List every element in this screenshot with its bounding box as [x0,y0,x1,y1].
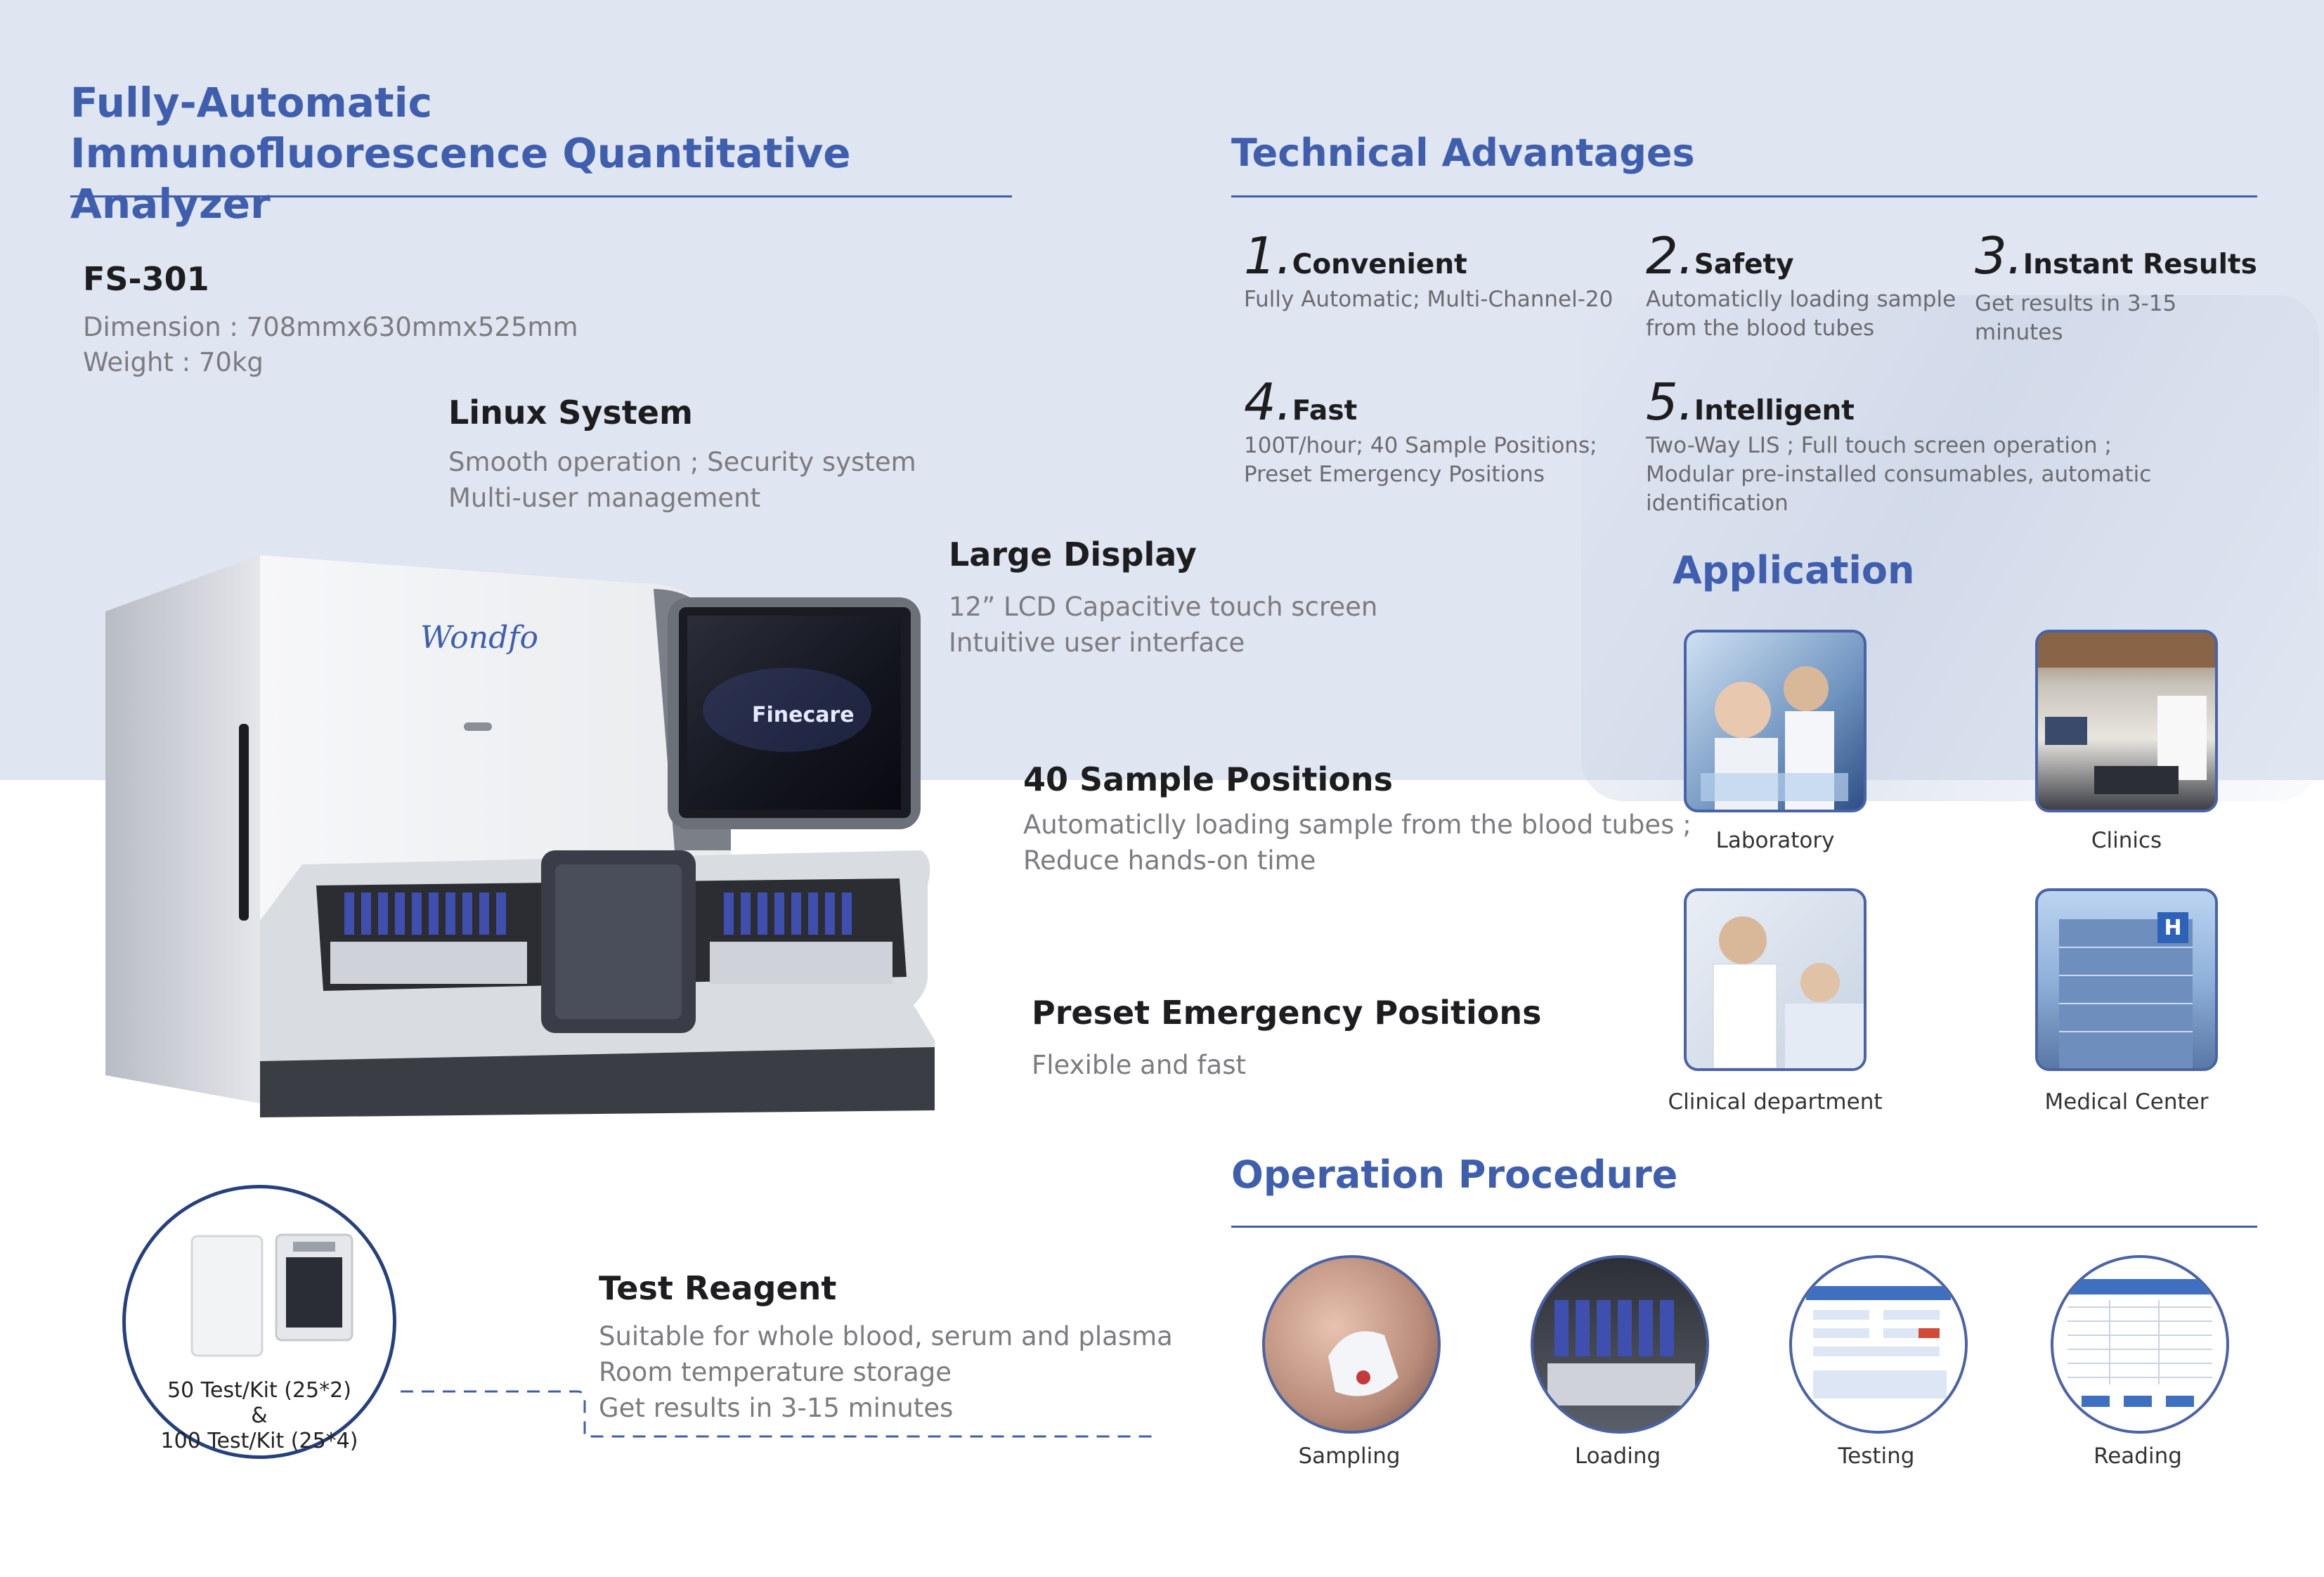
advantage-line: Automaticlly loading sample [1646,287,1956,312]
advantage-title: Convenient [1292,249,1467,280]
feature-line: Room temperature storage [599,1357,952,1387]
reagent-kit-caption: 50 Test/Kit (25*2) & 100 Test/Kit (25*4) [126,1378,393,1454]
procedure-underline [1231,1226,2257,1228]
procedure-image-testing [1789,1255,1968,1434]
feature-title: Preset Emergency Positions [1032,994,1542,1032]
advantage-item-fast: 4.Fast 100T/hour; 40 Sample Positions; P… [1244,372,1637,489]
advantage-line: Get results in 3-15 minutes [1975,291,2177,345]
advantage-item-convenient: 1.Convenient Fully Automatic; Multi-Chan… [1244,226,1637,314]
advantage-item-instant-results: 3.Instant Results Get results in 3-15 mi… [1975,226,2257,347]
application-caption-medical-center: Medical Center [2044,1089,2209,1115]
procedure-image-loading [1531,1255,1709,1434]
page-title-line2: Immunofluorescence Quantitative Analyzer [70,129,851,228]
feature-line: 12” LCD Capacitive touch screen [949,592,1378,622]
kit-line: 100 Test/Kit (25*4) [160,1429,358,1453]
application-image-clinical-department [1684,888,1867,1071]
advantage-line: Fully Automatic; Multi-Channel-20 [1244,287,1614,312]
reagent-connector-lines [401,1390,1153,1438]
advantage-item-intelligent: 5.Intelligent Two-Way LIS ; Full touch s… [1646,372,2264,518]
application-image-laboratory [1684,630,1867,812]
page-title: Fully-Automatic Immunofluorescence Quant… [70,77,1054,229]
application-title: Application [1673,548,1915,592]
advantage-line: Preset Emergency Positions [1244,462,1545,487]
feature-line: Multi-user management [448,483,761,513]
advantage-line: Modular pre-installed consumables, autom… [1646,462,2152,516]
feature-line: Reduce hands-on time [1023,845,1316,876]
brand-logo: Wondfo [420,620,539,656]
technical-underline [1231,195,2257,197]
feature-line: Get results in 3-15 minutes [599,1393,954,1423]
feature-emergency-positions: Preset Emergency Positions Flexible and … [1032,994,1542,1083]
advantage-line: from the blood tubes [1646,316,1875,341]
advantage-number: 5. [1646,372,1694,431]
hospital-sign-icon: H [2164,916,2181,940]
advantage-line: Two-Way LIS ; Full touch screen operatio… [1646,433,2112,458]
feature-test-reagent: Test Reagent Suitable for whole blood, s… [599,1269,1173,1426]
kit-line: 50 Test/Kit (25*2) [167,1378,351,1403]
feature-title: Test Reagent [599,1269,837,1307]
feature-large-display: Large Display 12” LCD Capacitive touch s… [949,536,1377,661]
reagent-kit-image [190,1233,353,1357]
advantage-number: 4. [1244,372,1292,431]
model-name: FS-301 [83,260,209,298]
technical-advantages-title: Technical Advantages [1231,131,1695,175]
feature-title: 40 Sample Positions [1023,760,1393,798]
advantage-item-safety: 2.Safety Automaticlly loading sample fro… [1646,226,2039,343]
feature-title: Linux System [448,394,693,431]
page-title-line1: Fully-Automatic [70,79,432,126]
procedure-caption-testing: Testing [1838,1443,1915,1469]
procedure-caption-loading: Loading [1574,1443,1661,1469]
kit-line: & [251,1403,268,1428]
application-image-medical-center: H [2035,888,2218,1071]
procedure-image-reading [2051,1255,2229,1434]
application-caption-clinics: Clinics [2091,828,2162,853]
operation-procedure-title: Operation Procedure [1231,1153,1678,1197]
advantage-number: 1. [1244,226,1292,285]
advantage-title: Safety [1694,249,1794,280]
model-weight: Weight : 70kg [83,347,264,377]
procedure-image-sampling [1262,1255,1441,1434]
feature-title: Large Display [949,536,1197,573]
advantage-title: Intelligent [1694,395,1855,427]
feature-line: Flexible and fast [1032,1050,1246,1080]
reagent-kit-circle: 50 Test/Kit (25*2) & 100 Test/Kit (25*4) [122,1185,396,1459]
feature-line: Smooth operation ; Security system [448,447,916,477]
application-image-clinics [2035,630,2218,812]
feature-line: Intuitive user interface [949,628,1245,658]
advantage-title: Instant Results [2023,249,2257,280]
advantage-title: Fast [1292,395,1358,427]
application-caption-clinical-department: Clinical department [1668,1089,1883,1115]
feature-line: Suitable for whole blood, serum and plas… [599,1321,1173,1351]
procedure-caption-reading: Reading [2093,1443,2182,1469]
feature-sample-positions: 40 Sample Positions Automaticlly loading… [1023,760,1692,878]
procedure-caption-sampling: Sampling [1298,1443,1401,1469]
analyzer-device-image: Wondfo Finecare [91,555,949,1117]
feature-linux-system: Linux System Smooth operation ; Security… [448,394,916,516]
title-underline [70,195,1012,197]
advantage-line: 100T/hour; 40 Sample Positions; [1244,433,1597,458]
application-caption-laboratory: Laboratory [1715,828,1835,853]
model-dimension: Dimension : 708mmx630mmx525mm [83,312,578,342]
advantage-number: 2. [1646,226,1694,285]
advantage-number: 3. [1975,226,2023,285]
feature-line: Automaticlly loading sample from the blo… [1023,810,1692,840]
device-screen-logo: Finecare [752,703,855,727]
